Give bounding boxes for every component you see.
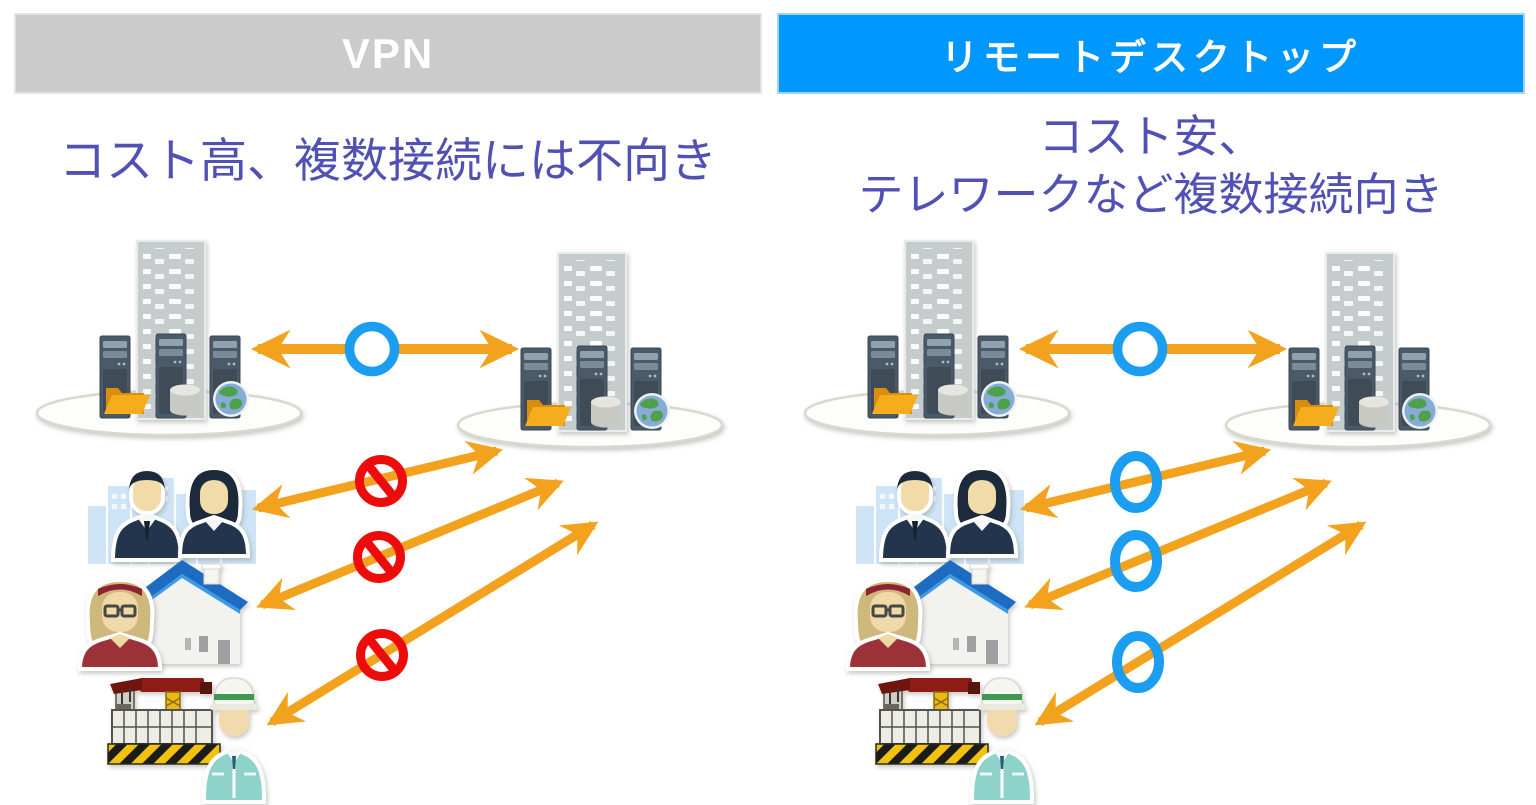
remote-subtitle-line-1: コスト安、 (1038, 111, 1264, 162)
remote-desktop-diagram (805, 241, 1490, 802)
vpn-construction-worker-icon (108, 678, 264, 802)
vpn-header: VPN (14, 13, 762, 94)
remote-construction-link-arrow (1034, 521, 1367, 726)
vpn-server-building-a (37, 241, 301, 435)
vpn-subtitle-line: コスト高、複数接続には不向き (59, 134, 717, 187)
vpn-construction-link-arrow (266, 521, 599, 726)
remote-desktop-subtitle: コスト安、 テレワークなど複数接続向き (777, 108, 1525, 223)
vpn-home-worker-icon (80, 560, 248, 669)
remote-home-worker-icon (848, 560, 1016, 669)
remote-site-link-ok-mark (1118, 327, 1163, 372)
remote-home-link-arrow (1024, 478, 1332, 610)
vpn-home-link-arrow (256, 478, 564, 610)
vpn-site-link-ok-mark (350, 327, 395, 372)
remote-server-building-a (805, 241, 1069, 435)
vpn-construction-link-no-entry-mark (361, 634, 404, 677)
vpn-subtitle: コスト高、複数接続には不向き (14, 134, 762, 188)
remote-subtitle-line-2: テレワークなど複数接続向き (858, 168, 1444, 220)
remote-desktop-header: リモートデスクトップ (777, 13, 1525, 94)
vpn-home-link-no-entry-mark (358, 536, 401, 579)
remote-office-workers-icon (856, 468, 1024, 564)
vpn-office-workers-icon (88, 468, 256, 564)
remote-desktop-title: リモートデスクトップ (941, 36, 1361, 78)
vpn-diagram (37, 241, 722, 802)
vpn-title: VPN (341, 29, 435, 77)
remote-construction-worker-icon (876, 678, 1032, 802)
